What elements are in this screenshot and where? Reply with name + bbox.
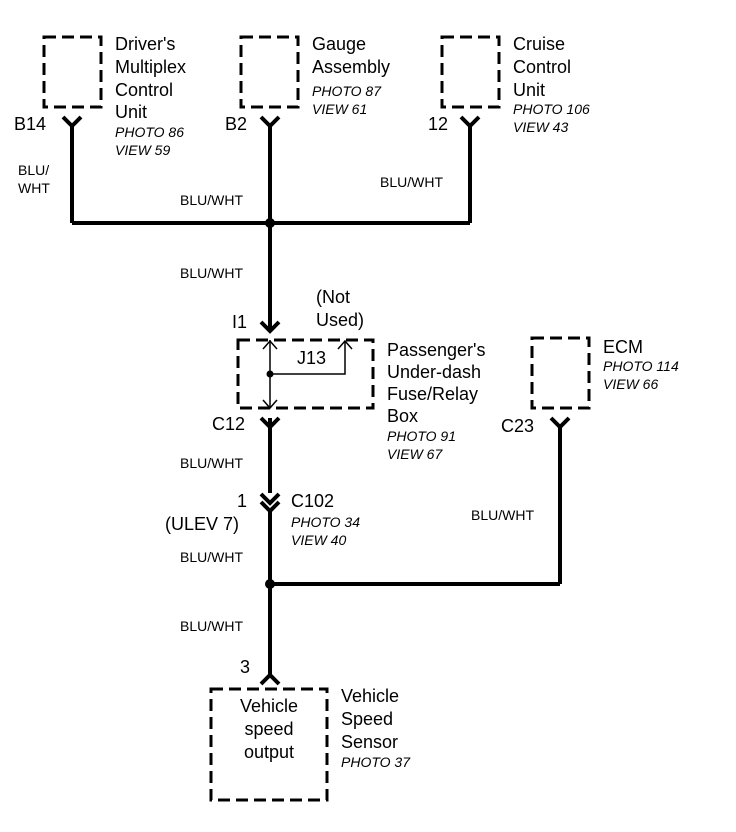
dmcu-box (42, 35, 103, 109)
dmcu-label-4: Unit (115, 102, 147, 122)
ecm-label-1: ECM (603, 337, 643, 357)
dmcu-view: VIEW 59 (115, 142, 170, 158)
c102-arrow-upper (259, 492, 281, 506)
cruise-connector-symbol (459, 115, 481, 129)
vss-box (209, 687, 329, 802)
c102-name: C102 (291, 491, 334, 511)
gauge-component: Gauge Assembly PHOTO 87 VIEW 61 B2 (225, 34, 390, 134)
fusebox-photo: PHOTO 91 (387, 428, 456, 444)
vss-connector-symbol (259, 672, 281, 686)
fusebox-label-3: Fuse/Relay (387, 384, 478, 404)
gauge-photo: PHOTO 87 (312, 83, 382, 99)
fusebox-not-used-1: (Not (316, 287, 350, 307)
fusebox-to-c102-wire-label: BLU/WHT (180, 455, 243, 471)
vss-component: Vehicle speed output Vehicle Speed Senso… (209, 686, 411, 802)
ecm-wire-label: BLU/WHT (471, 507, 534, 523)
vss-inner-3: output (244, 742, 294, 762)
cruise-component: Cruise Control Unit PHOTO 106 VIEW 43 12 (428, 34, 590, 135)
fusebox-pin-bottom: C12 (212, 414, 245, 434)
cruise-view: VIEW 43 (513, 119, 568, 135)
gauge-connector-symbol (259, 115, 281, 129)
cruise-label-3: Unit (513, 80, 545, 100)
ecm-pin: C23 (501, 416, 534, 436)
dmcu-label-1: Driver's (115, 34, 175, 54)
top-wires: BLU/ WHT BLU/WHT BLU/WHT (18, 126, 472, 228)
dmcu-photo: PHOTO 86 (115, 124, 184, 140)
fusebox-unused-arrow (337, 339, 353, 350)
vss-label-3: Sensor (341, 732, 398, 752)
ecm-view: VIEW 66 (603, 376, 658, 392)
fusebox-junction-label: J13 (297, 348, 326, 368)
gauge-label-1: Gauge (312, 34, 366, 54)
to-vss-wire-label: BLU/WHT (180, 618, 243, 634)
fusebox-pin-top: I1 (232, 312, 247, 332)
fusebox-internal-arrow-bottom (262, 399, 278, 410)
c102-note: (ULEV 7) (165, 514, 239, 534)
fusebox-top-connector-symbol (259, 320, 281, 334)
cruise-pin: 12 (428, 114, 448, 134)
gauge-label-2: Assembly (312, 57, 390, 77)
gauge-box (239, 35, 300, 109)
c102-pin: 1 (237, 491, 247, 511)
vss-label-1: Vehicle (341, 686, 399, 706)
cruise-label-1: Cruise (513, 34, 565, 54)
fusebox-label-1: Passenger's (387, 340, 486, 360)
cruise-box (440, 35, 501, 109)
fusebox-internal-arrow-top (262, 339, 278, 350)
dmcu-pin: B14 (14, 114, 46, 134)
dmcu-component: Driver's Multiplex Control Unit PHOTO 86… (14, 34, 186, 158)
fusebox-not-used-2: Used) (316, 310, 364, 330)
fusebox-feed-wire-label: BLU/WHT (180, 265, 243, 281)
cruise-wire-label: BLU/WHT (380, 174, 443, 190)
cruise-photo: PHOTO 106 (513, 101, 590, 117)
fusebox-box (236, 338, 375, 410)
dmcu-wire-label-1: BLU/ (18, 162, 49, 178)
vss-inner-2: speed (244, 719, 293, 739)
dmcu-label-3: Control (115, 80, 173, 100)
fusebox-view: VIEW 67 (387, 446, 443, 462)
gauge-pin: B2 (225, 114, 247, 134)
fusebox-component: J13 (Not Used) Passenger's Under-dash Fu… (236, 287, 486, 462)
vss-inner-1: Vehicle (240, 696, 298, 716)
cruise-label-2: Control (513, 57, 571, 77)
fusebox-unused-branch (270, 341, 346, 375)
ecm-connector-symbol (549, 416, 571, 430)
c102-connector: 1 C102 (ULEV 7) PHOTO 34 VIEW 40 (165, 491, 360, 548)
vss-label-2: Speed (341, 709, 393, 729)
vss-photo: PHOTO 37 (341, 754, 411, 770)
c102-down-wire-label: BLU/WHT (180, 549, 243, 565)
fusebox-label-2: Under-dash (387, 362, 481, 382)
dmcu-wire-label-2: WHT (18, 180, 50, 196)
vss-pin: 3 (240, 657, 250, 677)
gauge-wire-label: BLU/WHT (180, 192, 243, 208)
dmcu-connector-symbol (61, 115, 83, 129)
splice-point-bottom (265, 579, 275, 589)
ecm-component: ECM PHOTO 114 VIEW 66 C23 BLU/WHT (471, 336, 679, 584)
c102-photo: PHOTO 34 (291, 514, 360, 530)
c102-view: VIEW 40 (291, 532, 346, 548)
dmcu-label-2: Multiplex (115, 57, 186, 77)
ecm-box (530, 336, 591, 410)
gauge-view: VIEW 61 (312, 101, 367, 117)
fusebox-label-4: Box (387, 406, 418, 426)
ecm-photo: PHOTO 114 (603, 358, 679, 374)
